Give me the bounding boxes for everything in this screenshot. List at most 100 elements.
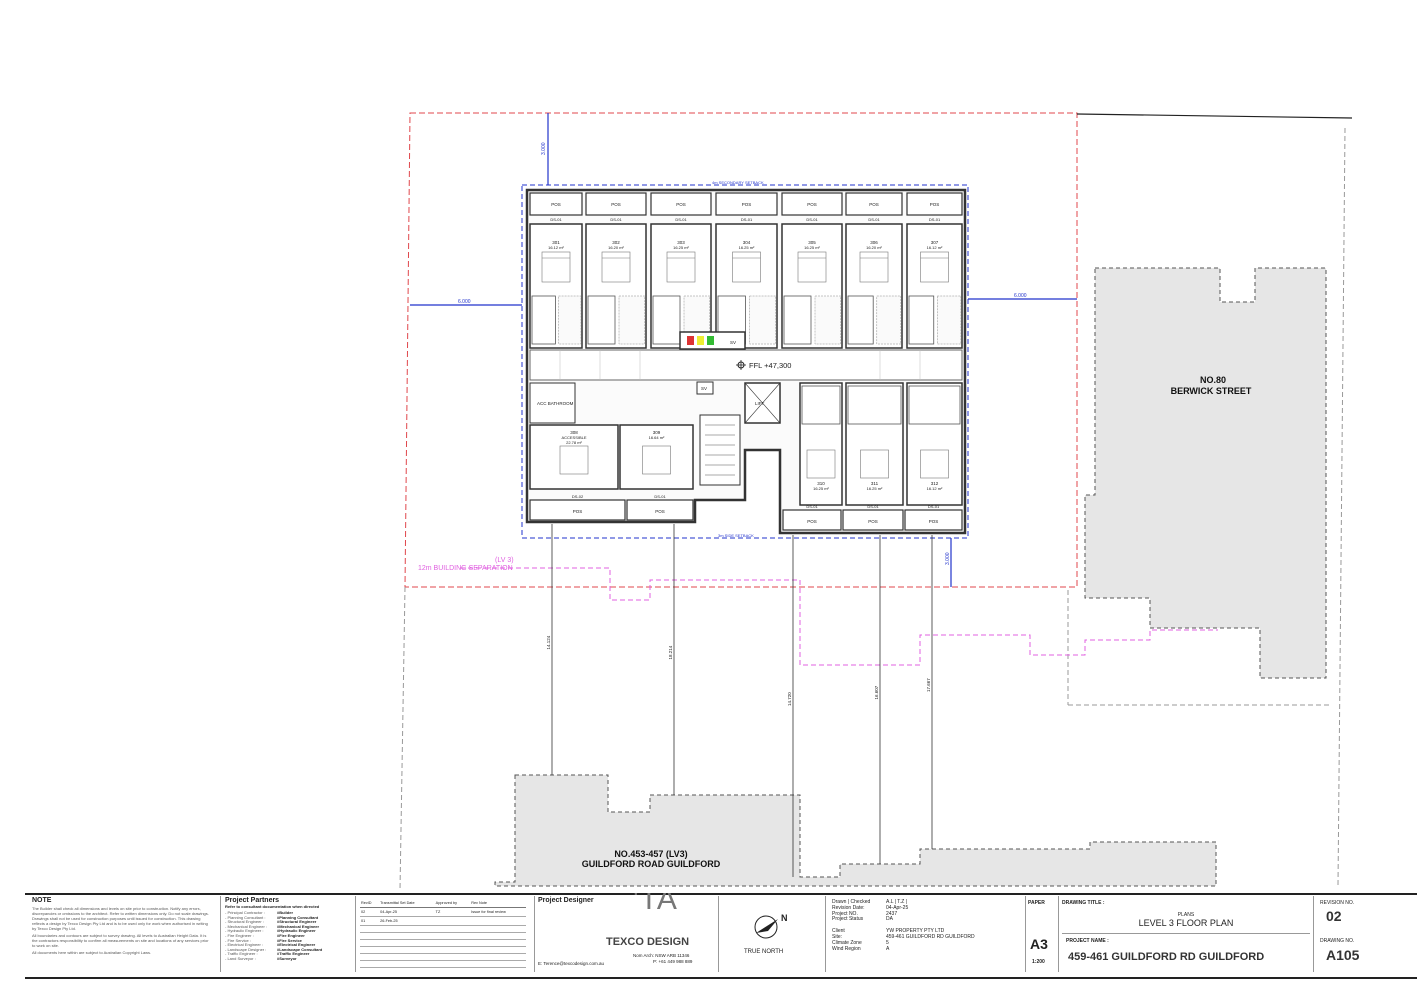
dim-top-value: 3.000 — [541, 142, 547, 155]
info-value: 5 — [886, 939, 889, 946]
info-row: Climate Zone 5 — [832, 939, 1022, 947]
neighbour-building-south — [494, 774, 1217, 887]
unit-number: 301 — [552, 240, 560, 245]
property-boundary — [404, 112, 1078, 588]
unit-number: 309 — [653, 430, 661, 435]
separation-label: 12m BUILDING SEPARATION — [418, 565, 513, 572]
partner-role: - Traffic Engineer : — [225, 951, 258, 957]
partner-name: #Electrical Engineer — [277, 942, 316, 948]
unit-number: 306 — [870, 240, 878, 245]
rev-cell: TZ — [434, 907, 471, 917]
partners-list: - Principal Contractor :#Builder- Planni… — [225, 910, 353, 962]
unit-area: 16.25 m² — [804, 245, 820, 250]
partner-row: - Traffic Engineer :#Traffic Engineer — [225, 952, 353, 957]
phone: P: +61 449 988 889 — [653, 959, 693, 964]
dim-right-value: 6.000 — [1014, 293, 1027, 299]
partner-row: - Planning Consultant :#Planning Consult… — [225, 914, 353, 921]
note-section: NOTE The Builder shall check all dimensi… — [32, 893, 212, 975]
distance-value: 18.214 — [668, 645, 673, 659]
svg-text:N: N — [781, 913, 788, 923]
dim-bottom-value: 3.000 — [945, 552, 951, 565]
north-section: N TRUE NORTH — [722, 893, 822, 975]
pos-bottom-label: POS — [929, 519, 939, 524]
info-label: Project NO. — [832, 910, 858, 917]
ds-bottom-label: DS-02 — [572, 494, 584, 499]
unit-area: 16.12 m² — [927, 245, 943, 250]
partner-name: #Structural Engineer — [277, 919, 317, 925]
ds-bottom-label: DS-01 — [928, 504, 940, 509]
pos-bottom-3 — [782, 509, 842, 531]
ds-top-label: DS-01 — [806, 217, 818, 222]
rev-cell: 01 — [360, 916, 380, 926]
pos-bottom-2 — [626, 499, 694, 521]
ds-top-label: DS-01 — [550, 217, 562, 222]
partners-heading: Project Partners — [225, 897, 280, 904]
acc-bathroom-label: ACC BATHROOM — [537, 401, 574, 406]
rev-row-empty — [360, 946, 526, 954]
partners-section: Project Partners Refer to consultant doc… — [225, 893, 353, 975]
ds-bottom-label: DS-01 — [654, 494, 666, 499]
pos-top-6 — [845, 192, 903, 216]
neighbour-boundary-top — [1076, 113, 1353, 119]
rev-header: Rev Note — [470, 899, 526, 908]
ds-top-label: DS-01 — [741, 217, 753, 222]
info-row: Revision Date:04-Apr-25 — [832, 904, 1022, 912]
info-label: Site: — [832, 933, 843, 940]
drawing-title: LEVEL 3 FLOOR PLAN — [1138, 918, 1234, 928]
ffl-label: FFL +47,300 — [749, 361, 791, 370]
building-separation-line — [460, 567, 1218, 666]
secondary-setback-label: 4m SECONDARY SETBACK — [712, 180, 764, 185]
boundary-west-ext — [399, 586, 406, 891]
unit-number: 304 — [743, 240, 751, 245]
info-label: Climate Zone — [832, 939, 862, 946]
partner-role: - Mechanical Engineer : — [225, 923, 268, 929]
pos-top-3 — [650, 192, 712, 216]
partner-row: - Hydraulic Engineer :#Hydraulic Enginee… — [225, 929, 353, 934]
pos-top-label: POS — [869, 202, 879, 207]
ds-top-label: DS-01 — [929, 217, 941, 222]
lift-label: LIFT — [755, 401, 765, 406]
drawing-title-section: DRAWING TITLE : PLANS LEVEL 3 FLOOR PLAN… — [1062, 893, 1310, 975]
unit-number: 303 — [677, 240, 685, 245]
rev-header: Transmittal Set Date — [379, 899, 435, 908]
info-value: A — [886, 945, 890, 952]
pos-bottom-5 — [904, 509, 963, 531]
note-text-1: The Builder shall check all dimensions a… — [32, 906, 209, 931]
rev-header: Approved by — [434, 899, 471, 908]
pos-bottom-4 — [842, 509, 904, 531]
partner-role: - Fire Engineer : — [225, 932, 254, 938]
partner-row: - Fire Engineer :#Fire Engineer — [225, 932, 353, 939]
side-setback-label: 3m SIDE SETBACK — [718, 533, 754, 538]
info-value: 459-461 GUILDFORD RD GUILDFORD — [886, 933, 975, 940]
partner-role: - Electrical Engineer : — [225, 942, 264, 948]
partner-row: - Mechanical Engineer :#Mechanical Engin… — [225, 923, 353, 930]
unit-area: 16.25 m² — [673, 245, 689, 250]
distance-value: 14.720 — [787, 692, 792, 706]
paper-size: A3 — [1030, 936, 1048, 952]
partner-name: #Planning Consultant — [277, 914, 319, 920]
info-value: YW PROPERTY PTY LTD — [886, 928, 945, 935]
rev-cell: Issue for final review — [470, 907, 526, 917]
pos-top-label: POS — [611, 202, 621, 207]
paper-label: PAPER — [1028, 900, 1045, 906]
note-heading: NOTE — [32, 897, 52, 904]
distance-value: 17.667 — [926, 678, 931, 692]
partner-row: - Land Surveyor :#Surveyor — [225, 956, 353, 962]
rev-cell: 04-Apr-25 — [379, 907, 435, 917]
pos-bottom-1 — [529, 499, 626, 521]
neighbour-south-name: NO.453-457 (LV3) — [614, 849, 687, 859]
distance-value: 16.607 — [874, 685, 879, 699]
info-value: 04-Apr-25 — [886, 904, 909, 911]
rev-row-empty — [360, 953, 526, 961]
unit-number: 310 — [817, 481, 825, 486]
